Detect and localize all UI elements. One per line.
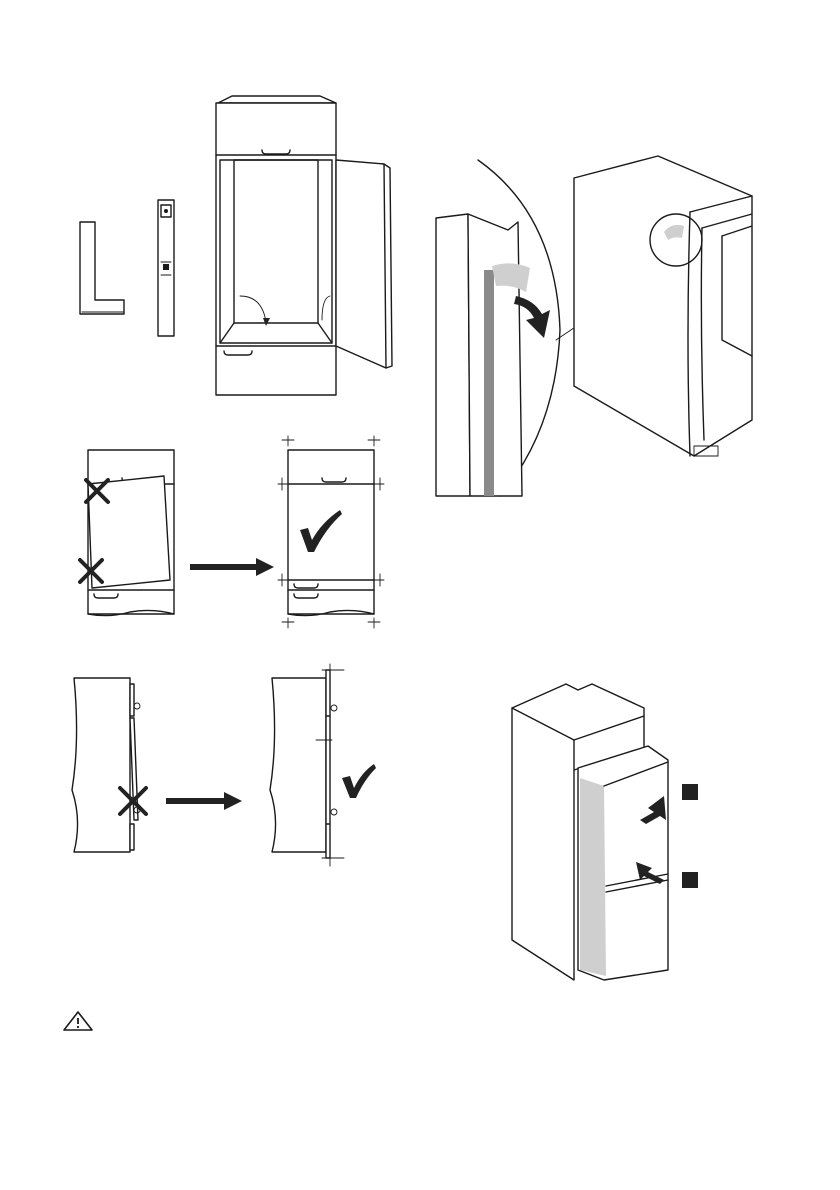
door-side-misaligned	[72, 678, 146, 852]
step-a-marker	[682, 784, 698, 800]
check-mark-icon	[342, 764, 376, 798]
door-misaligned	[80, 450, 174, 616]
kitchen-cabinet-open	[216, 96, 392, 395]
arrow-right-icon	[166, 792, 242, 810]
fridge-cabinet-perspective	[574, 156, 752, 456]
door-aligned	[278, 436, 384, 628]
door-side-aligned	[270, 664, 376, 866]
set-square-icon	[80, 222, 124, 314]
spirit-level-icon	[158, 200, 174, 336]
door-edge-closeup	[436, 214, 550, 496]
built-in-fridge	[512, 684, 698, 980]
warning-triangle-icon	[64, 1012, 92, 1030]
step-b-marker	[682, 872, 698, 888]
arrow-right-icon	[190, 558, 274, 576]
